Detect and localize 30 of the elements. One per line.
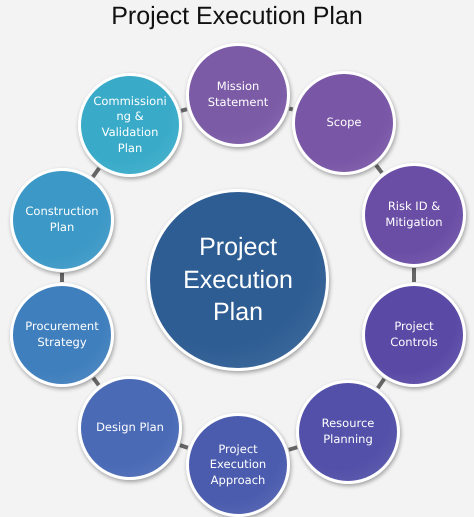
node-label: Resource Planning — [320, 416, 376, 448]
circle-node — [186, 43, 290, 147]
connector-line — [91, 166, 101, 178]
diagram-title: Project Execution Plan — [110, 2, 364, 31]
node-label: Project Controls — [389, 319, 439, 351]
node-label: Design Plan — [95, 420, 165, 436]
circle-node — [78, 376, 182, 480]
circle-node — [78, 73, 182, 177]
circle-node — [186, 413, 290, 517]
connector-line — [60, 273, 64, 282]
connector-line — [376, 378, 386, 390]
node-label: Commissioning & Validation Plan — [92, 94, 168, 156]
circle-node — [362, 163, 466, 267]
node-label: Project Execution Approach — [208, 442, 268, 488]
node-label: Project Execution Plan — [182, 232, 294, 328]
node-label: Construction Plan — [24, 204, 100, 236]
connector-line — [288, 445, 298, 452]
node-label: Scope — [325, 115, 363, 131]
connector-line — [374, 164, 384, 174]
circle-node — [296, 380, 400, 484]
node-label: Mission Statement — [206, 79, 270, 111]
connector-line — [288, 106, 294, 112]
connector-line — [179, 443, 189, 450]
node-label: Risk ID & Mitigation — [384, 199, 444, 231]
connector-line — [180, 107, 188, 113]
circle-node — [10, 168, 114, 272]
connector-line — [92, 376, 100, 386]
connector-line — [412, 268, 416, 282]
circle-node — [292, 71, 396, 175]
node-label: Procurement Strategy — [24, 319, 100, 351]
